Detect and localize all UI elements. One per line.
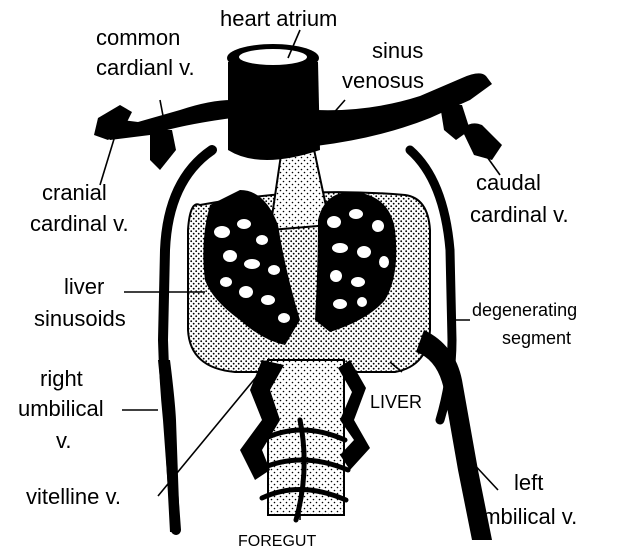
label-right-umbilical-2: umbilical bbox=[18, 396, 104, 421]
label-cranial-cardinal-1: cranial bbox=[42, 180, 107, 205]
label-left-umbilical-1: left bbox=[514, 470, 543, 495]
heart-atrium-shape bbox=[227, 44, 320, 160]
label-degenerating-segment-1: degenerating bbox=[472, 300, 577, 320]
label-right-umbilical-3: v. bbox=[56, 428, 71, 453]
label-sinus-venosus-2: venosus bbox=[342, 68, 424, 93]
label-right-umbilical-1: right bbox=[40, 366, 83, 391]
label-caudal-cardinal-2: cardinal v. bbox=[470, 202, 569, 227]
label-heart-atrium: heart atrium bbox=[220, 6, 337, 31]
label-liver: LIVER bbox=[370, 392, 422, 412]
label-left-umbilical-2: umbilical v. bbox=[470, 504, 577, 529]
label-sinus-venosus-1: sinus bbox=[372, 38, 423, 63]
label-common-cardinal-2: cardianl v. bbox=[96, 55, 195, 80]
label-liver-sinusoids-1: liver bbox=[64, 274, 104, 299]
label-vitelline: vitelline v. bbox=[26, 484, 121, 509]
label-caudal-cardinal-1: caudal bbox=[476, 170, 541, 195]
label-liver-sinusoids-2: sinusoids bbox=[34, 306, 126, 331]
label-foregut: FOREGUT bbox=[238, 533, 316, 550]
label-cranial-cardinal-2: cardinal v. bbox=[30, 211, 129, 236]
label-degenerating-segment-2: segment bbox=[502, 328, 571, 348]
label-common-cardinal-1: common bbox=[96, 25, 180, 50]
